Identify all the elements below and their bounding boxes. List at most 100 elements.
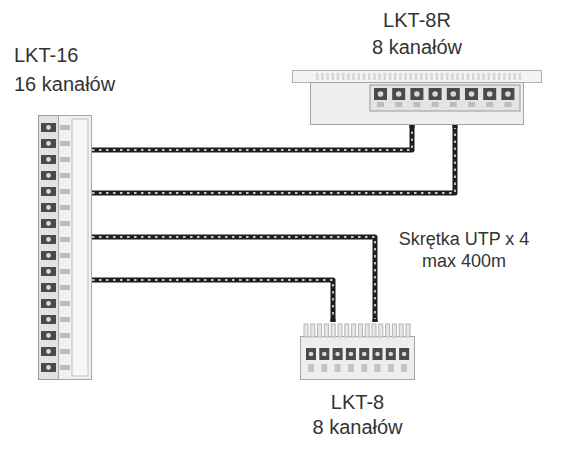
- wire-slot: [60, 285, 70, 290]
- wire-slot: [361, 364, 367, 372]
- vent-rib: [332, 73, 334, 80]
- screw-head: [487, 91, 493, 97]
- vent-rib: [399, 73, 401, 80]
- wire-slot: [60, 269, 70, 274]
- screw-head: [46, 333, 51, 338]
- screw-terminal: [41, 267, 56, 276]
- vent-rib: [394, 73, 396, 80]
- cable-note: Skrętka UTP x 4 max 400m: [380, 228, 548, 272]
- screw-terminal: [41, 235, 56, 244]
- vent-rib: [373, 73, 375, 80]
- wire-slot: [60, 333, 70, 338]
- screw-head: [46, 317, 51, 322]
- twisted-pair-cable: [92, 280, 333, 322]
- vent-rib: [389, 73, 391, 80]
- cable-end: [331, 319, 336, 322]
- screw-terminal: [41, 331, 56, 340]
- wire-slot: [60, 221, 70, 226]
- wire-slot: [60, 301, 70, 306]
- screw-terminal: [374, 88, 387, 100]
- terminal-strip: [39, 116, 59, 380]
- wire-slot: [60, 141, 70, 146]
- screw-terminal: [319, 348, 329, 360]
- screw-terminal: [483, 88, 496, 100]
- screw-head: [335, 352, 340, 357]
- vent-rib: [352, 73, 354, 80]
- comb-rib: [324, 324, 328, 337]
- wire-slot: [60, 237, 70, 242]
- screw-head: [469, 91, 475, 97]
- screw-terminal: [501, 88, 514, 100]
- utp-cable: [92, 280, 333, 322]
- screw-terminal: [41, 363, 56, 372]
- module-name: LKT-16: [14, 43, 78, 67]
- screw-head: [46, 173, 51, 178]
- screw-terminal: [373, 348, 383, 360]
- module-name: LKT-8: [300, 390, 415, 414]
- comb-rib: [331, 324, 335, 337]
- screw-terminal: [41, 347, 56, 356]
- screw-terminal: [41, 219, 56, 228]
- screw-terminal: [465, 88, 478, 100]
- vent-rib: [508, 73, 510, 80]
- screw-head: [505, 91, 511, 97]
- channel-count: 16 kanałów: [14, 72, 115, 96]
- screw-head: [46, 301, 51, 306]
- terminal-row: [370, 85, 520, 111]
- device-module: LKT-88 kanałów: [300, 322, 415, 380]
- terminal-block-drawing: [300, 322, 415, 380]
- vent-rib: [316, 73, 318, 80]
- utp-cable: [92, 125, 412, 150]
- wire-slot: [60, 157, 70, 162]
- wire-slot: [395, 102, 402, 107]
- vent-rib: [514, 73, 516, 80]
- vent-rib: [342, 73, 344, 80]
- screw-head: [432, 91, 438, 97]
- vent-rib: [519, 73, 521, 80]
- vent-rib: [451, 73, 453, 80]
- vent-rib: [472, 73, 474, 80]
- terminal-block-drawing: [38, 115, 92, 380]
- wire-slot: [413, 102, 420, 107]
- comb-rib: [358, 324, 362, 337]
- vent-rib: [363, 73, 365, 80]
- comb-rib: [352, 324, 356, 337]
- device-module: LKT-8R8 kanałów: [292, 70, 542, 125]
- cable-end: [453, 125, 458, 128]
- vent-rib: [441, 73, 443, 80]
- wire-slot: [450, 102, 457, 107]
- vent-rib: [477, 73, 479, 80]
- vent-rib: [337, 73, 339, 80]
- mounting-flange: [293, 71, 542, 83]
- wire-slot: [60, 173, 70, 178]
- vent-rib: [456, 73, 458, 80]
- screw-head: [46, 269, 51, 274]
- vent-rib: [410, 73, 412, 80]
- vent-rib: [425, 73, 427, 80]
- vent-rib: [378, 73, 380, 80]
- screw-terminal: [41, 299, 56, 308]
- comb-rib: [379, 324, 383, 337]
- screw-terminal: [41, 315, 56, 324]
- screw-terminal: [41, 251, 56, 260]
- screw-terminal: [41, 139, 56, 148]
- cable-end: [373, 319, 378, 322]
- comb-rib: [372, 324, 376, 337]
- wire-slot: [60, 189, 70, 194]
- wire-slot: [60, 253, 70, 258]
- screw-terminal: [41, 155, 56, 164]
- wire-slot: [432, 102, 439, 107]
- screw-terminal: [41, 203, 56, 212]
- screw-head: [46, 285, 51, 290]
- screw-head: [362, 352, 367, 357]
- block-body: [301, 337, 415, 380]
- screw-terminal: [429, 88, 442, 100]
- comb-rib: [406, 324, 410, 337]
- vent-rib: [326, 73, 328, 80]
- comb-rib: [365, 324, 369, 337]
- comb-rib: [345, 324, 349, 337]
- vent-rib: [368, 73, 370, 80]
- wire-slot: [375, 364, 381, 372]
- vent-rib: [415, 73, 417, 80]
